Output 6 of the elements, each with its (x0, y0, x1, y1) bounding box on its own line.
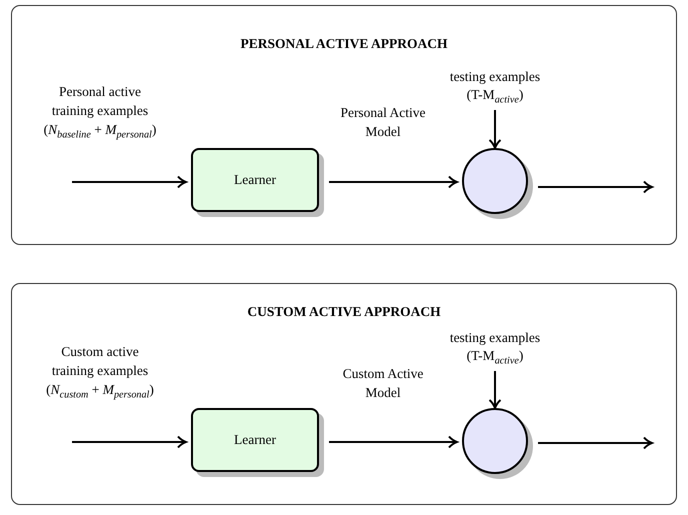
panel (11, 5, 677, 245)
text-label: testing examples (T-M$_{active}$) (443, 329, 547, 367)
text-label: testing examples (T-M$_{active}$) (443, 68, 547, 106)
panel-title: PERSONAL ACTIVE APPROACH (239, 36, 449, 52)
panel-title: CUSTOM ACTIVE APPROACH (246, 304, 442, 320)
panel (11, 283, 677, 505)
